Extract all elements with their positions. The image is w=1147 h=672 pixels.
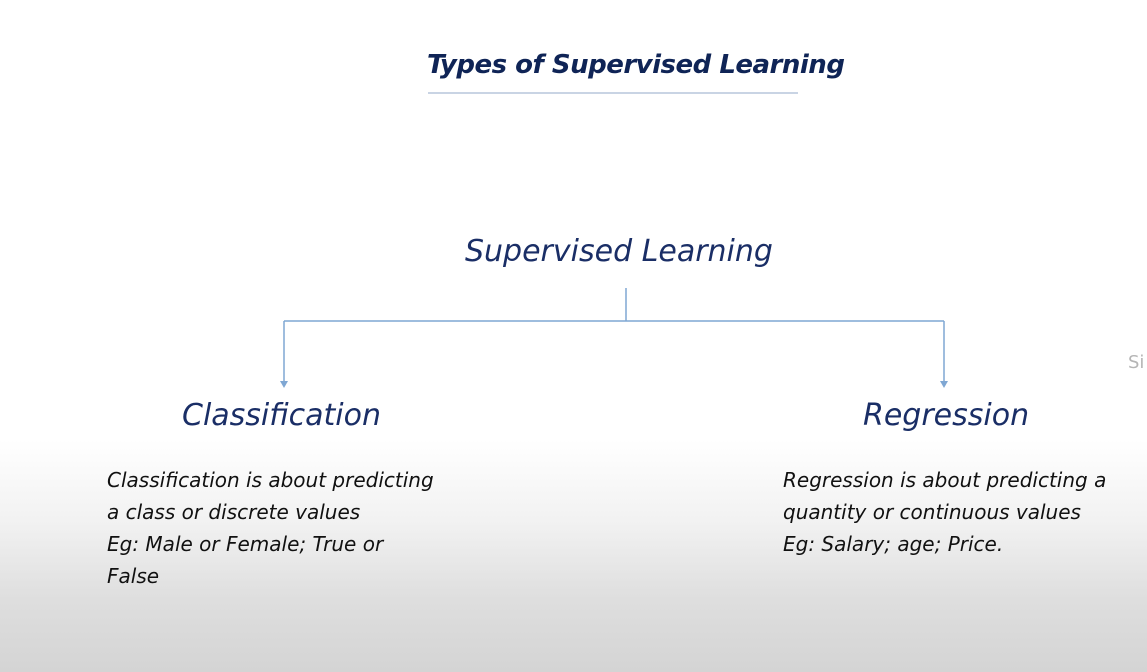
classification-description: Classification is about predicting a cla…: [107, 464, 477, 592]
classification-description-line: a class or discrete values: [107, 500, 361, 524]
slide-title: Types of Supervised Learning: [427, 50, 845, 80]
classification-description-line: False: [107, 564, 160, 588]
child-node-classification: Classification: [182, 398, 381, 433]
regression-description-line: quantity or continuous values: [783, 500, 1081, 524]
regression-description: Regression is about predicting a quantit…: [783, 464, 1143, 560]
classification-description-line: Classification is about predicting: [107, 468, 434, 492]
title-underline: [428, 92, 798, 94]
right-arrowhead: [940, 381, 948, 388]
regression-description-line: Eg: Salary; age; Price.: [783, 532, 1004, 556]
left-arrowhead: [280, 381, 288, 388]
child-node-regression: Regression: [863, 398, 1030, 433]
root-node: Supervised Learning: [465, 234, 773, 269]
regression-description-line: Regression is about predicting a: [783, 468, 1107, 492]
edge-cutoff-text: Si: [1128, 352, 1145, 373]
classification-description-line: Eg: Male or Female; True or: [107, 532, 384, 556]
